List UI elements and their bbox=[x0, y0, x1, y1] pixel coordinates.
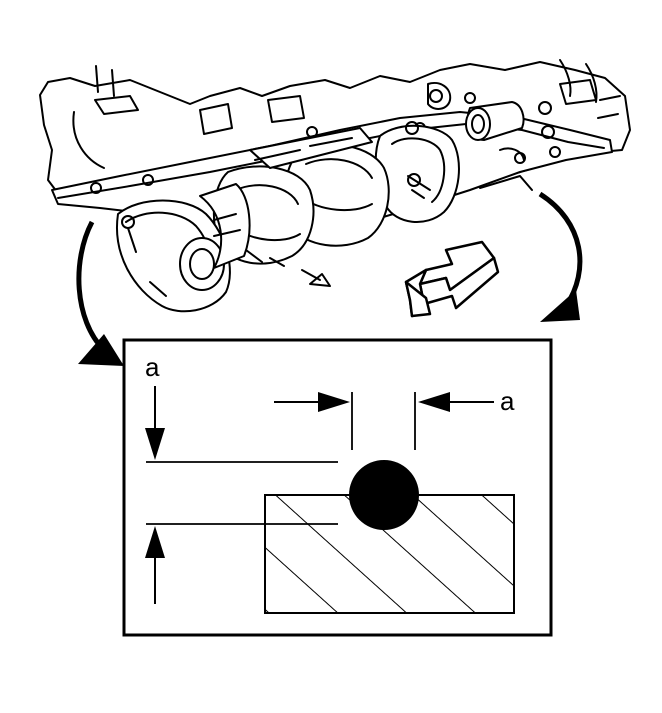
curved-arrow-right-icon bbox=[538, 191, 583, 322]
dimension-arrow-left-icon bbox=[418, 392, 494, 412]
curved-arrow-left-icon bbox=[76, 220, 124, 366]
sealant-bead bbox=[349, 460, 419, 530]
dimension-arrow-right-icon bbox=[274, 392, 350, 412]
detail-box: a a bbox=[122, 338, 553, 637]
direction-arrow-icon bbox=[404, 240, 500, 318]
dimension-arrow-down-icon bbox=[145, 386, 165, 460]
engine-block-illustration bbox=[39, 59, 631, 313]
dimension-arrow-up-icon bbox=[145, 526, 165, 604]
dim-label-vertical: a bbox=[145, 352, 160, 382]
dim-label-horizontal: a bbox=[500, 386, 515, 416]
